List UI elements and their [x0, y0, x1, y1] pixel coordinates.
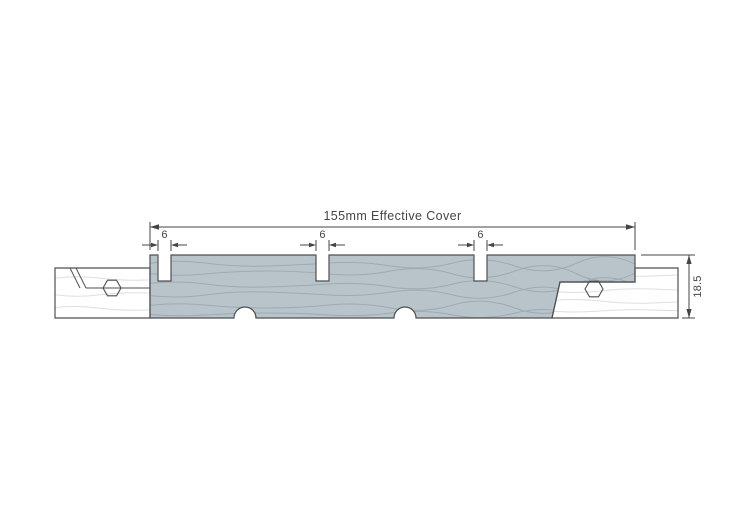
- arrowhead-icon: [171, 242, 178, 248]
- board-cross-section-outline: [149, 254, 636, 319]
- arrowhead-icon: [329, 242, 336, 248]
- joint-gap-line-outer: [69, 267, 81, 289]
- fixing-nail-head-right: [584, 280, 604, 298]
- arrowhead-icon: [487, 242, 494, 248]
- dimension-effective-cover: 155mm Effective Cover: [149, 209, 636, 250]
- label-groove-width-1: 6: [161, 229, 167, 241]
- board-section-effective-cover: [150, 255, 635, 318]
- arrowhead-icon: [467, 242, 474, 248]
- label-effective-cover: 155mm Effective Cover: [323, 209, 461, 223]
- arrowhead-icon: [151, 242, 158, 248]
- dimension-thickness: 18.5: [641, 254, 704, 319]
- arrowhead-up-icon: [686, 255, 692, 264]
- dimension-groove-1: 6: [142, 229, 187, 251]
- label-thickness: 18.5: [692, 275, 704, 297]
- shiplap-joint-left: [69, 267, 150, 289]
- label-groove-width-3: 6: [477, 229, 483, 241]
- arrowhead-right-icon: [626, 224, 635, 230]
- dimension-groove-3: 6: [458, 229, 503, 251]
- adjacent-board-right-body: [552, 268, 678, 318]
- arrowhead-left-icon: [150, 224, 159, 230]
- label-groove-width-2: 6: [319, 229, 325, 241]
- arrowhead-icon: [309, 242, 316, 248]
- dimension-groove-2: 6: [300, 229, 345, 251]
- joint-gap-line-inner: [75, 267, 87, 289]
- fixing-nail-head-left: [102, 279, 122, 297]
- arrowhead-down-icon: [686, 309, 692, 318]
